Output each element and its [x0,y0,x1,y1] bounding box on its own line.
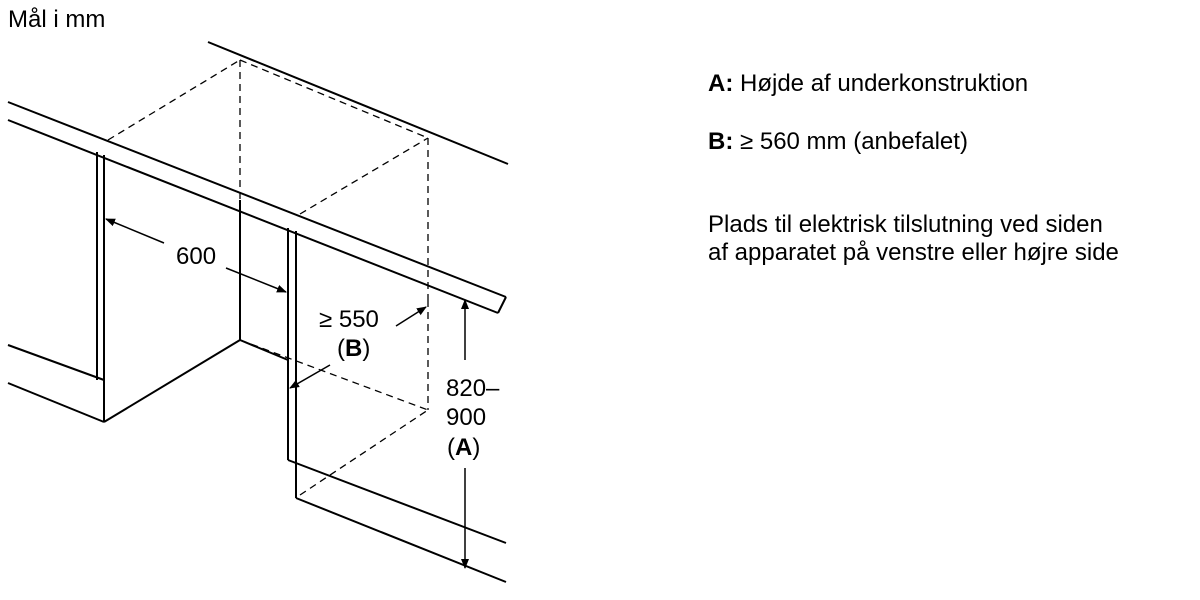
electrical-connection-note: Plads til elektrisk tilslutning ved side… [708,211,1119,267]
legend-text-b: ≥ 560 mm (anbefalet) [740,128,968,155]
legend-item-b: B: ≥ 560 mm (anbefalet) [708,128,968,156]
back-wall [207,41,509,165]
legend-text-a: Højde af underkonstruktion [740,70,1029,97]
legend-item-a: A: Højde af underkonstruktion [708,70,1028,98]
left-cabinet [7,152,241,423]
legend-key-b: B: [708,128,734,155]
note-line-2: af apparatet på venstre eller højre side [708,239,1119,266]
height-dimension-key: (A) [447,434,480,461]
depth-dimension-line [289,306,427,389]
depth-dimension-label: ≥ 550 [319,306,379,333]
height-dimension-label-line2: 900 [446,404,486,431]
width-dimension-line [105,218,287,293]
height-dimension-label-line1: 820– [446,375,500,402]
unit-label: Mål i mm [8,6,106,33]
countertop [7,101,507,314]
depth-dimension-key: (B) [337,335,370,362]
legend-key-a: A: [708,70,734,97]
niche-outline-dashed [107,59,429,496]
note-line-1: Plads til elektrisk tilslutning ved side… [708,211,1103,238]
width-dimension-label: 600 [176,243,216,270]
right-cabinet [239,228,507,583]
